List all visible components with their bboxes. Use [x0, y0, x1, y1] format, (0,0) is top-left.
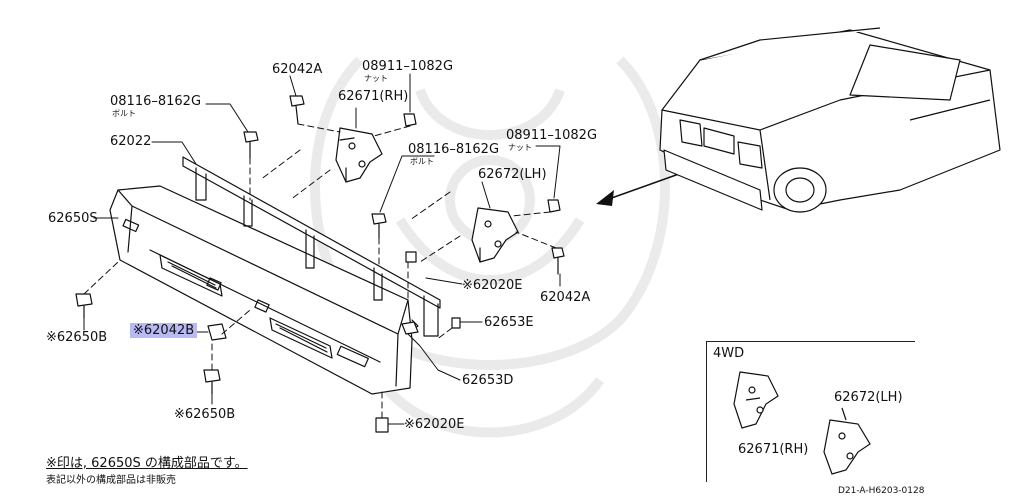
- location-arrow: [596, 169, 691, 206]
- footer-note-line1: ※印は, 62650S の構成部品です。: [46, 456, 248, 471]
- label-08116-mid: 08116–8162G: [408, 142, 500, 157]
- footer-note-line2: 表記以外の構成部品は非販売: [46, 475, 176, 486]
- inset-4wd-frame: [706, 341, 915, 482]
- bolt-62042a-top: [289, 95, 305, 125]
- label-62042a-right: 62042A: [540, 290, 591, 305]
- truck-illustration: [659, 27, 1001, 213]
- label-62020e-mid: ※62020E: [462, 278, 523, 293]
- diagram-code: D21-A-H6203-0128: [838, 486, 925, 496]
- clip-62020e-mid: [405, 251, 417, 263]
- bolt-62042a-right: [551, 247, 565, 275]
- inset-title: 4WD: [713, 346, 745, 361]
- label-62650s: 62650S: [48, 211, 98, 226]
- nut-08911-right: [547, 199, 561, 213]
- reinforcement-bar: [182, 156, 441, 337]
- watermark-emblem: [310, 56, 670, 438]
- inset-label-62672lh: 62672(LH): [834, 390, 903, 405]
- bracket-rh: [335, 127, 383, 183]
- bolt-62650b-left: [75, 293, 93, 319]
- label-08116-left: 08116–8162G: [110, 94, 202, 109]
- clip-62042b: [207, 323, 227, 341]
- label-62022: 62022: [110, 134, 152, 149]
- label-62020e-bottom: ※62020E: [404, 417, 465, 432]
- label-62650b-left: ※62650B: [46, 330, 108, 345]
- inset-bracket-rh: [733, 371, 779, 429]
- label-62671rh: 62671(RH): [338, 89, 409, 104]
- bolt-62650b-bottom: [203, 369, 221, 395]
- label-62042a-top: 62042A: [272, 62, 323, 77]
- bumper-body: [109, 185, 413, 395]
- leader-lines: [83, 73, 561, 425]
- label-62650b-bottom: ※62650B: [174, 407, 236, 422]
- label-nut-top: ナット: [364, 74, 388, 83]
- bolt-08116-mid: [371, 213, 387, 239]
- label-nut-right: ナット: [508, 143, 532, 152]
- inset-bracket-lh: [823, 407, 871, 475]
- clip-62653e: [451, 317, 461, 329]
- nut-08911-top: [403, 113, 417, 127]
- label-62653d: 62653D: [462, 373, 514, 388]
- pad-62653d: [401, 321, 419, 335]
- label-08911-right: 08911–1082G: [506, 128, 598, 143]
- bracket-lh: [471, 207, 519, 263]
- inset-label-62671rh: 62671(RH): [738, 442, 809, 457]
- bolt-08116-left: [243, 131, 259, 159]
- label-62672lh: 62672(LH): [478, 167, 547, 182]
- label-62653e: 62653E: [484, 315, 534, 330]
- label-bolt-left: ボルト: [112, 109, 136, 118]
- clip-62020e-bottom: [375, 417, 389, 433]
- label-bolt-mid: ボルト: [410, 157, 434, 166]
- label-62042b-highlighted: ※62042B: [130, 323, 198, 338]
- label-08911-top: 08911–1082G: [362, 59, 454, 74]
